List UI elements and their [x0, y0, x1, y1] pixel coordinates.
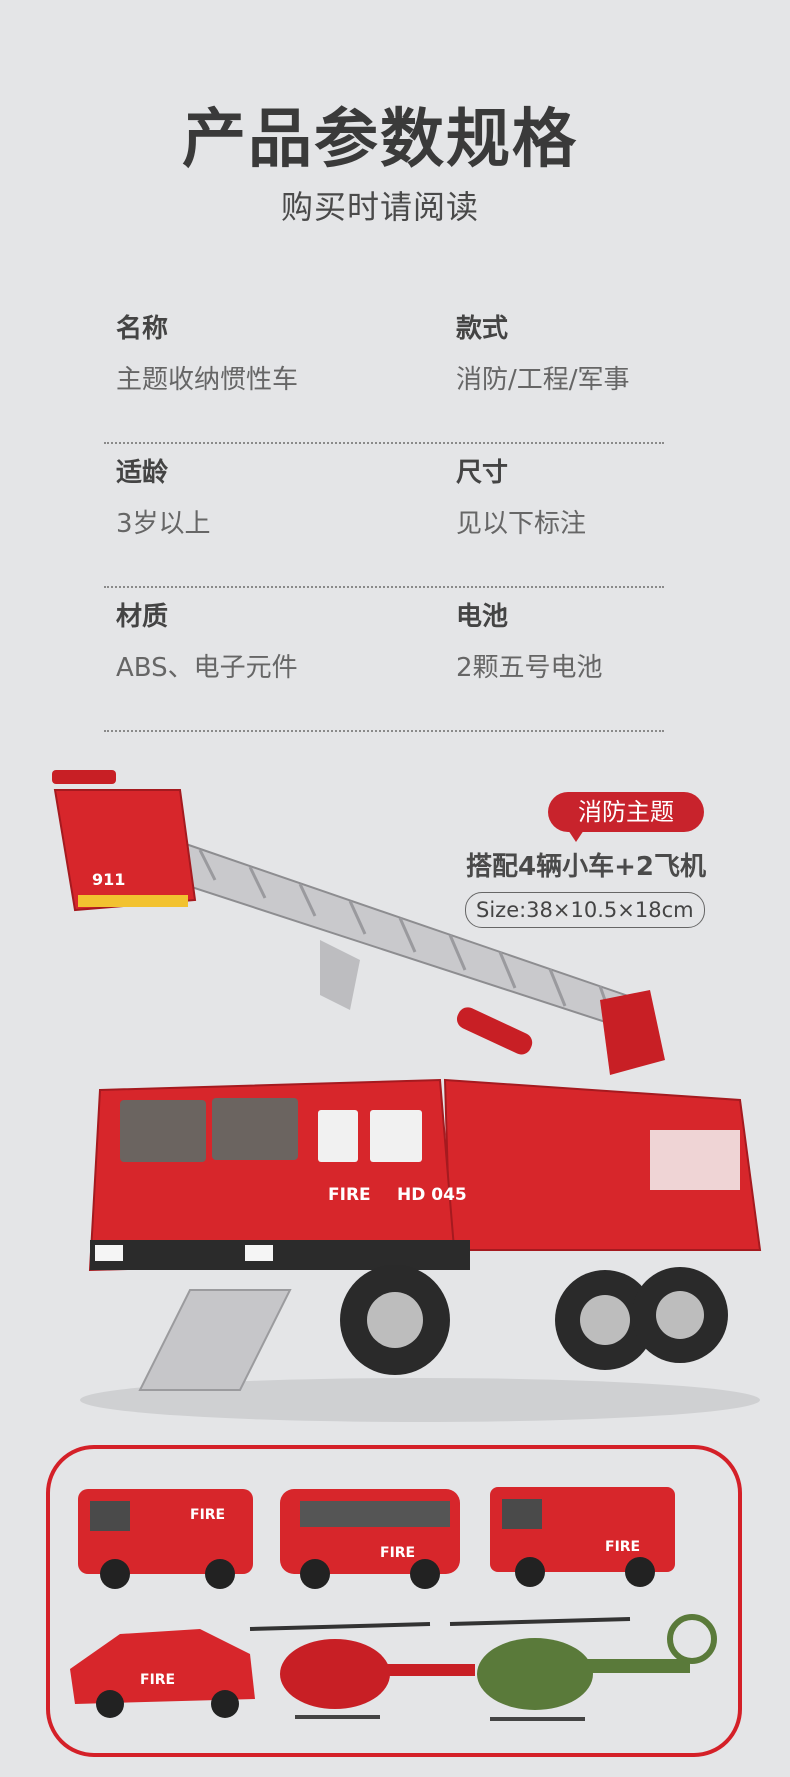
spec-cell: 名称 主题收纳惯性车: [116, 308, 298, 396]
size-label: Size:38×10.5×18cm: [465, 892, 705, 928]
spec-table: 名称 主题收纳惯性车 款式 消防/工程/军事 适龄 3岁以上 尺寸 见以下标注 …: [104, 300, 664, 732]
spec-value: ABS、电子元件: [116, 653, 298, 683]
config-text: 搭配4辆小车+2飞机: [466, 852, 706, 882]
ladder-support-shape: [320, 940, 360, 1010]
green-helicopter-shape: [449, 1614, 717, 1721]
accessories-image: FIRE FIRE FIRE FIRE: [70, 1487, 717, 1721]
truck-cab-shape: FIRE HD 045: [88, 1078, 470, 1272]
svg-text:FIRE: FIRE: [328, 1185, 371, 1205]
mini-rescue-truck-shape: FIRE: [490, 1487, 675, 1587]
mini-fire-van-shape: FIRE: [280, 1489, 460, 1589]
spec-value: 消防/工程/军事: [456, 365, 630, 395]
spec-label: 电池: [456, 602, 509, 632]
svg-text:FIRE: FIRE: [190, 1507, 225, 1523]
turret-shape: [600, 990, 665, 1075]
svg-text:FIRE: FIRE: [140, 1672, 175, 1688]
spec-row: 材质 ABS、电子元件 电池 2颗五号电池: [104, 588, 664, 732]
mini-fire-car-shape: FIRE: [70, 1629, 255, 1718]
spec-value: 主题收纳惯性车: [116, 365, 299, 395]
fire-truck-image: 911 FIRE HD 045: [52, 770, 762, 1422]
dotted-divider: [104, 442, 664, 444]
wheels-shape: [340, 1265, 728, 1375]
spec-cell: 材质 ABS、电子元件: [116, 596, 298, 684]
spec-value: 2颗五号电池: [456, 653, 603, 683]
spec-label: 材质: [116, 602, 169, 632]
page-subtitle: 购买时请阅读: [280, 188, 479, 226]
spec-label: 名称: [116, 314, 169, 344]
spec-label: 尺寸: [456, 458, 509, 488]
spec-value: 3岁以上: [116, 509, 211, 539]
svg-text:FIRE: FIRE: [380, 1545, 415, 1561]
theme-badge: 消防主题: [548, 792, 704, 842]
dotted-divider: [104, 730, 664, 732]
dotted-divider: [104, 586, 664, 588]
svg-text:911: 911: [92, 870, 125, 889]
spec-cell: 适龄 3岁以上: [116, 452, 211, 540]
hydraulic-arm-shape: [456, 1007, 533, 1055]
spec-row: 名称 主题收纳惯性车 款式 消防/工程/军事: [104, 300, 664, 444]
spec-label: 款式: [456, 314, 509, 344]
shadow-shape: [80, 1378, 760, 1422]
page-title: 产品参数规格: [182, 103, 578, 177]
spec-row: 适龄 3岁以上 尺寸 见以下标注: [104, 444, 664, 588]
spec-label: 适龄: [116, 458, 169, 488]
svg-text:HD 045: HD 045: [397, 1185, 467, 1205]
spec-cell: 尺寸 见以下标注: [456, 452, 586, 540]
svg-text:FIRE: FIRE: [605, 1539, 640, 1555]
spec-cell: 款式 消防/工程/军事: [456, 308, 630, 396]
mini-fire-truck-shape: FIRE: [78, 1489, 253, 1589]
accessories-frame: FIRE FIRE FIRE FIRE: [46, 1445, 742, 1757]
panel-decal: [650, 1130, 740, 1190]
red-helicopter-shape: [249, 1622, 475, 1719]
ramp-shape: [138, 1289, 292, 1391]
bucket-shape: 911: [52, 770, 197, 912]
spec-value: 见以下标注: [456, 509, 587, 539]
spec-cell: 电池 2颗五号电池: [456, 596, 603, 684]
